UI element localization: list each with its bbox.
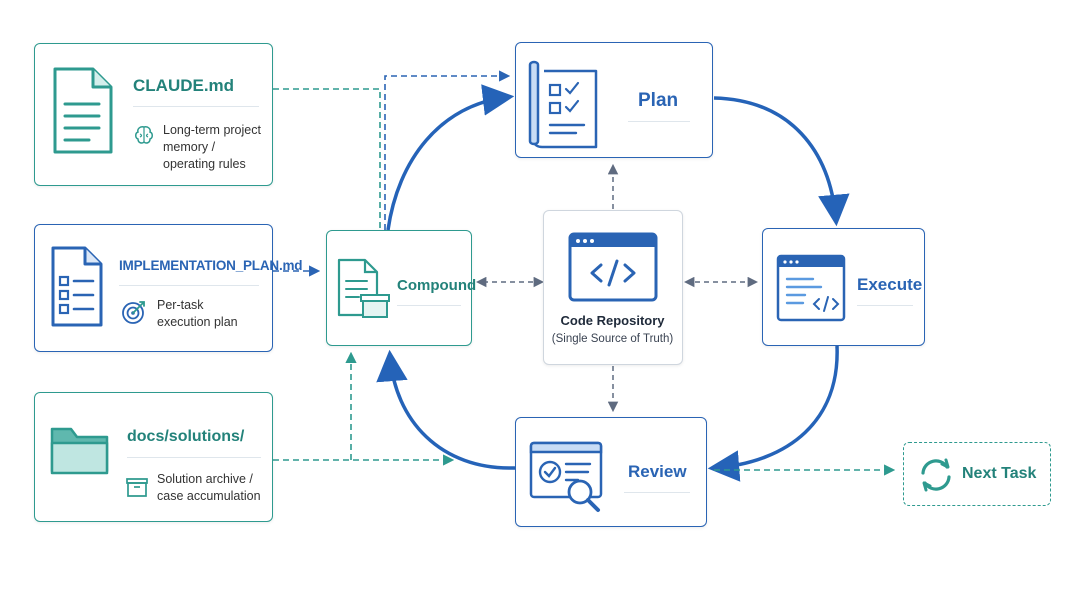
review-title: Review — [628, 462, 687, 481]
compound-stage: Compound — [326, 230, 476, 346]
divider — [628, 121, 690, 122]
folder-icon — [50, 427, 109, 475]
next-task-box[interactable]: Next Task — [903, 442, 1051, 506]
clipboard-checklist-icon — [528, 60, 598, 149]
docs-solutions-card: docs/solutions/ Solution archive / case … — [34, 392, 273, 522]
review-stage: Review — [515, 417, 707, 527]
archive-box-icon — [126, 478, 148, 497]
divider — [397, 305, 461, 306]
code-repository-subtitle: (Single Source of Truth) — [551, 333, 674, 345]
code-repository-card: Code Repository (Single Source of Truth) — [543, 210, 683, 365]
document-box-icon — [337, 258, 390, 318]
checklist-document-icon — [51, 246, 103, 327]
code-icon — [568, 232, 658, 302]
target-icon — [122, 301, 145, 324]
review-magnifier-icon — [529, 441, 603, 512]
implementation-plan-title: IMPLEMENTATION_PLAN.md — [119, 258, 303, 273]
docs-solutions-description: Solution archive / case accumulation — [157, 472, 261, 503]
code-repository-title: Code Repository — [560, 313, 665, 328]
implementation-plan-description: Per-task execution plan — [157, 298, 238, 329]
refresh-icon — [921, 458, 951, 492]
arrow-compound-to-plan — [386, 84, 515, 231]
claude-md-title: CLAUDE.md — [133, 76, 235, 95]
divider — [119, 285, 259, 286]
execute-stage: Execute — [762, 228, 925, 346]
plan-title: Plan — [638, 90, 679, 111]
divider — [624, 492, 690, 493]
next-task-title: Next Task — [962, 465, 1037, 482]
compound-title: Compound — [397, 277, 477, 294]
arrow-review-to-compound — [376, 349, 516, 470]
implementation-plan-card: IMPLEMENTATION_PLAN.md Per-task executio… — [34, 224, 303, 352]
execute-title: Execute — [857, 275, 923, 294]
claude-md-description: Long-term project memory / operating rul… — [163, 123, 261, 171]
brain-icon — [135, 126, 153, 144]
divider — [133, 106, 259, 107]
docs-solutions-title: docs/solutions/ — [127, 428, 245, 445]
arrow-plan-to-execute — [713, 96, 850, 227]
document-icon — [53, 67, 113, 154]
plan-stage: Plan — [515, 42, 713, 158]
code-window-icon — [776, 254, 846, 322]
arrow-execute-to-review — [707, 345, 839, 482]
compound-to-plan-dashed — [384, 70, 511, 230]
divider — [857, 305, 913, 306]
divider — [127, 457, 261, 458]
claude-connector — [273, 88, 381, 230]
claude-md-card: CLAUDE.md Long-term project memory / ope… — [34, 43, 273, 186]
